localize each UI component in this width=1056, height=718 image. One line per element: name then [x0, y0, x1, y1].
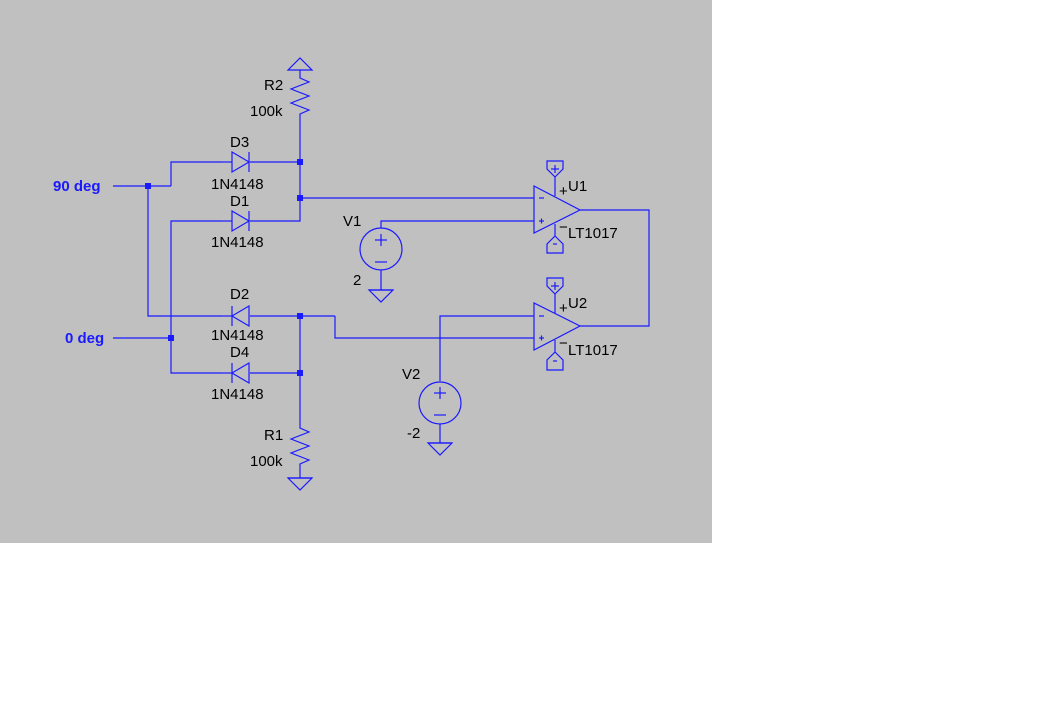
ground-icon: [426, 442, 454, 456]
junction-dot: [297, 195, 303, 201]
wire-u2-plus: [334, 316, 534, 339]
diode-d1[interactable]: D1 1N4148: [211, 193, 264, 251]
pin-minus-mark: −: [559, 219, 568, 236]
d1-name: D1: [230, 193, 249, 210]
comparator-u1[interactable]: + − U1 LT1017: [533, 160, 618, 254]
supply-flag-icon: [546, 160, 564, 196]
d3-name: D3: [230, 134, 249, 151]
resistor-r1[interactable]: R1 100k: [250, 423, 314, 491]
pin-plus-mark: +: [559, 300, 568, 317]
u2-name: U2: [568, 295, 587, 312]
junction-dot: [297, 313, 303, 319]
resistor-zigzag-icon: [289, 70, 311, 118]
v2-name: V2: [402, 366, 420, 383]
resistor-r2[interactable]: R2 100k: [250, 57, 314, 120]
resistor-zigzag-icon: [289, 423, 311, 478]
u1-name: U1: [568, 178, 587, 195]
r2-name: R2: [264, 77, 283, 94]
d2-value: 1N4148: [211, 327, 264, 344]
op-amp-icon: [533, 302, 582, 351]
u2-value: LT1017: [568, 342, 618, 359]
v1-value: 2: [353, 272, 361, 289]
diode-d4[interactable]: D4 1N4148: [211, 344, 264, 403]
d3-value: 1N4148: [211, 176, 264, 193]
junction-dot: [297, 159, 303, 165]
supply-flag-icon: [546, 340, 564, 371]
voltage-source-icon: [359, 227, 403, 271]
wire-d1-out: [250, 118, 301, 222]
pin-minus-mark: −: [559, 335, 568, 352]
u1-value: LT1017: [568, 225, 618, 242]
diode-icon: [230, 361, 250, 385]
schematic-canvas: 90 deg 0 deg R2 100k R1 100k D3 1N4148 D…: [0, 0, 712, 543]
wire-v2-u2: [439, 315, 534, 381]
r2-value: 100k: [250, 103, 283, 120]
d4-name: D4: [230, 344, 249, 361]
junction-dot: [168, 335, 174, 341]
pin-plus-mark: +: [559, 183, 568, 200]
r1-name: R1: [264, 427, 283, 444]
r1-value: 100k: [250, 453, 283, 470]
supply-flag-icon: [546, 277, 564, 313]
diode-icon: [230, 304, 250, 328]
wire-d3-anode: [170, 161, 222, 186]
diode-d2[interactable]: D2 1N4148: [211, 286, 264, 344]
v1-name: V1: [343, 213, 361, 230]
op-amp-icon: [533, 185, 582, 234]
voltage-source-v1[interactable]: V1 2: [343, 213, 403, 303]
junctions: [145, 159, 303, 376]
junction-dot: [297, 370, 303, 376]
schematic-background: [0, 0, 712, 543]
supply-flag-icon: [546, 224, 564, 254]
v2-value: -2: [407, 425, 420, 442]
schematic-diagram: 90 deg 0 deg R2 100k R1 100k D3 1N4148 D…: [0, 0, 712, 543]
wire-d1-d4: [170, 220, 222, 374]
wire-d2-cathode: [147, 186, 222, 317]
d4-value: 1N4148: [211, 386, 264, 403]
d2-name: D2: [230, 286, 249, 303]
voltage-source-v2[interactable]: V2 -2: [402, 366, 462, 456]
d1-value: 1N4148: [211, 234, 264, 251]
net-label-90deg: 90 deg: [53, 178, 101, 195]
ground-icon: [286, 477, 314, 491]
wire-v1-u1: [380, 220, 534, 228]
wire-outputs: [580, 209, 650, 327]
voltage-source-icon: [418, 381, 462, 425]
ground-icon: [367, 289, 395, 303]
diode-d3[interactable]: D3 1N4148: [211, 134, 264, 193]
comparator-u2[interactable]: + − U2 LT1017: [533, 277, 618, 371]
net-label-0deg: 0 deg: [65, 330, 104, 347]
junction-dot: [145, 183, 151, 189]
